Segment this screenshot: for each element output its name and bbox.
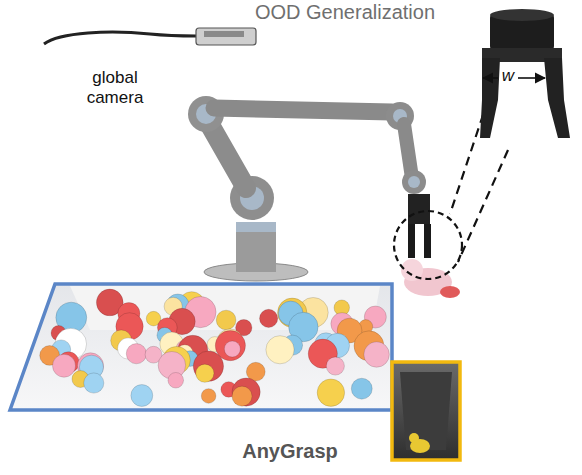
width-arrow xyxy=(483,77,498,79)
plush-toy xyxy=(193,351,223,381)
wrist-joint-2 xyxy=(402,170,426,194)
plush-toy xyxy=(232,378,260,406)
plush-toy xyxy=(260,309,278,327)
plush-toys xyxy=(40,289,390,406)
gripper-zoom-finger xyxy=(544,58,570,138)
drop-bin-outline xyxy=(392,362,460,460)
zoom-circle xyxy=(394,211,462,279)
camera-lens-strip xyxy=(204,31,244,37)
camera-label: global camera xyxy=(78,68,152,107)
bin-interior xyxy=(10,284,392,410)
plush-toy xyxy=(326,357,344,375)
plush-toy xyxy=(84,373,104,393)
gripper-finger xyxy=(424,224,431,258)
gripper-body xyxy=(408,194,430,224)
drop-bin-inner xyxy=(400,372,452,450)
bin-outline xyxy=(10,284,392,410)
plush-toy xyxy=(201,389,216,404)
wrist-cap-2 xyxy=(408,176,420,188)
camera-cable xyxy=(44,32,196,44)
plush-toy xyxy=(266,336,294,364)
figure-title: OOD Generalization xyxy=(230,1,460,24)
drop-bin xyxy=(392,362,460,460)
dropped-toy-head xyxy=(409,433,419,443)
robot-base xyxy=(236,228,276,272)
plush-toy xyxy=(126,344,146,364)
plush-toy xyxy=(216,310,236,330)
gripper-zoom-top xyxy=(490,9,554,21)
wrist-link xyxy=(404,124,412,178)
camera-body xyxy=(196,28,256,45)
plush-toy xyxy=(232,386,252,406)
forearm xyxy=(214,108,392,112)
grasped-toy-detail xyxy=(440,286,460,298)
width-label: w xyxy=(500,66,516,86)
gripper-finger xyxy=(408,224,415,258)
plush-toy xyxy=(196,364,214,382)
plush-toy xyxy=(168,372,184,388)
plush-toy xyxy=(351,378,372,399)
plush-toy xyxy=(364,342,389,367)
plush-toy xyxy=(224,341,240,357)
figure-caption: AnyGrasp xyxy=(200,440,380,463)
plush-toy xyxy=(53,354,76,377)
plush-toy xyxy=(317,379,344,406)
plush-toy xyxy=(131,385,153,407)
width-arrow xyxy=(518,77,545,79)
zoom-line xyxy=(458,150,508,262)
robot-base-ring xyxy=(236,222,276,232)
gripper-zoom-finger xyxy=(480,58,500,138)
